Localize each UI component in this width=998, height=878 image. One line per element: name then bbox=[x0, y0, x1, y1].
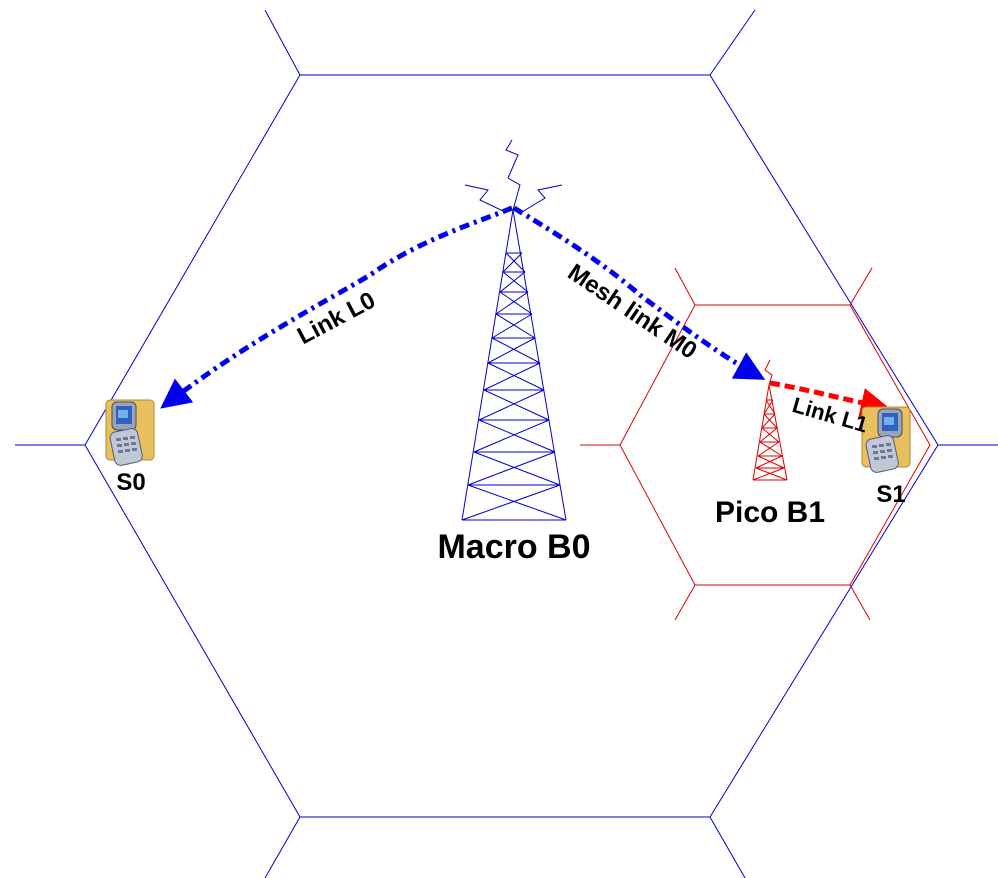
phone-s1-icon bbox=[861, 406, 911, 473]
link-l1-line bbox=[769, 380, 891, 418]
macro-cell bbox=[15, 9, 998, 878]
phone-s0-icon bbox=[105, 399, 155, 466]
pico-neighbor-edge bbox=[674, 584, 696, 621]
neighbor-edge bbox=[709, 816, 746, 878]
s1-label: S1 bbox=[876, 481, 905, 508]
pico-tower-icon bbox=[752, 359, 788, 481]
pico-cell bbox=[580, 267, 931, 621]
link-l0-label: Link L0 bbox=[293, 287, 380, 350]
neighbor-edge bbox=[709, 9, 756, 76]
macro-cell-hexagon bbox=[84, 74, 939, 818]
mesh-link-m0-label: Mesh link M0 bbox=[563, 259, 702, 365]
pico-b1-label: Pico B1 bbox=[715, 496, 825, 529]
pico-neighbor-edge bbox=[849, 584, 871, 621]
link-l0-line bbox=[160, 205, 513, 409]
link-l1-label: Link L1 bbox=[790, 392, 871, 437]
pico-neighbor-edge bbox=[674, 267, 696, 306]
neighbor-edge bbox=[264, 9, 301, 76]
macro-tower-icon bbox=[461, 139, 567, 521]
neighbor-edge bbox=[264, 816, 301, 878]
macro-b0-label: Macro B0 bbox=[437, 528, 590, 566]
pico-neighbor-edge bbox=[849, 267, 873, 306]
mesh-link-m0-line bbox=[512, 205, 766, 380]
s0-label: S0 bbox=[116, 469, 145, 496]
